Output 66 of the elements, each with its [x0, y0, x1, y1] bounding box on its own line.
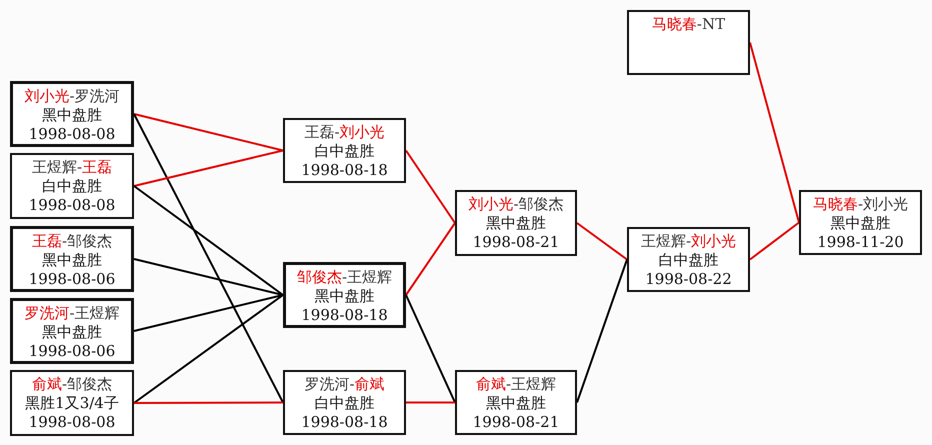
match-date: 1998-08-22 [645, 270, 732, 289]
bracket-line [134, 258, 284, 296]
player-names: 王煜辉-王磊 [32, 158, 112, 177]
match-result: 白中盘胜 [658, 251, 718, 270]
bracket-line [405, 222, 456, 296]
match-date: 1998-08-18 [301, 306, 388, 325]
player-names: 王磊-邹俊杰 [32, 232, 112, 251]
match-result: 黑中盘胜 [42, 251, 102, 270]
player-names: 俞斌-邹俊杰 [32, 375, 112, 394]
player-names: 王磊-刘小光 [304, 123, 385, 142]
match-date: 1998-08-18 [301, 161, 388, 180]
match-box [799, 190, 922, 255]
bracket-line [134, 402, 283, 404]
player-names: 邹俊杰-王煜辉 [296, 268, 392, 287]
match-result: 黑中盘胜 [314, 287, 374, 306]
match-box [283, 262, 406, 328]
match-result: 白中盘胜 [314, 394, 374, 413]
bracket-line [133, 114, 284, 403]
match-box [10, 153, 134, 219]
bracket-line [134, 113, 284, 152]
match-date: 1998-08-21 [472, 413, 560, 432]
bracket-line [134, 150, 284, 187]
match-box [455, 190, 577, 256]
player-names: 罗洗河-俞斌 [304, 375, 385, 394]
bracket-line [134, 294, 284, 332]
match-date: 1998-11-20 [817, 233, 904, 252]
match-result: 黑中盘胜 [42, 106, 102, 125]
player-names: 王煜辉-刘小光 [640, 232, 736, 251]
match-result: 黑中盘胜 [42, 323, 102, 342]
bracket-line [405, 294, 456, 403]
match-date: 1998-08-06 [28, 270, 116, 289]
match-box [283, 118, 406, 183]
match-date: 1998-08-08 [28, 413, 116, 432]
match-box [10, 81, 134, 147]
match-box [627, 227, 750, 292]
match-date: 1998-08-18 [301, 413, 388, 432]
bracket-line [405, 150, 456, 224]
player-names: 马晓春-刘小光 [812, 195, 908, 214]
match-date: 1998-08-08 [28, 125, 116, 144]
match-result: 黑中盘胜 [486, 394, 546, 413]
bracket-line [576, 259, 628, 403]
bracket-line [406, 402, 455, 404]
player-names: 刘小光-邹俊杰 [468, 195, 564, 214]
match-box [10, 226, 134, 292]
match-date: 1998-08-06 [28, 342, 116, 361]
bracket-line [749, 222, 800, 260]
match-result: 白中盘胜 [42, 177, 102, 196]
player-names: 刘小光-罗洗河 [24, 87, 120, 106]
match-result: 黑胜1又3/4子 [25, 394, 119, 413]
match-box [10, 298, 134, 364]
bracket-line [133, 294, 284, 404]
match-box [455, 370, 577, 435]
match-date: 1998-08-21 [472, 233, 560, 252]
match-box [10, 370, 134, 436]
match-result: 黑中盘胜 [486, 214, 546, 233]
player-names: 俞斌-王煜辉 [476, 375, 556, 394]
match-result: 白中盘胜 [314, 142, 374, 161]
match-result: 黑中盘胜 [830, 214, 890, 233]
bracket-line [133, 185, 284, 296]
match-box [283, 370, 406, 435]
match-box [627, 10, 750, 75]
player-names: 马晓春-NT [652, 15, 726, 34]
bracket-line [749, 42, 800, 223]
bracket-line [576, 222, 628, 260]
match-date: 1998-08-08 [28, 196, 116, 215]
player-names: 罗洗河-王煜辉 [24, 304, 120, 323]
